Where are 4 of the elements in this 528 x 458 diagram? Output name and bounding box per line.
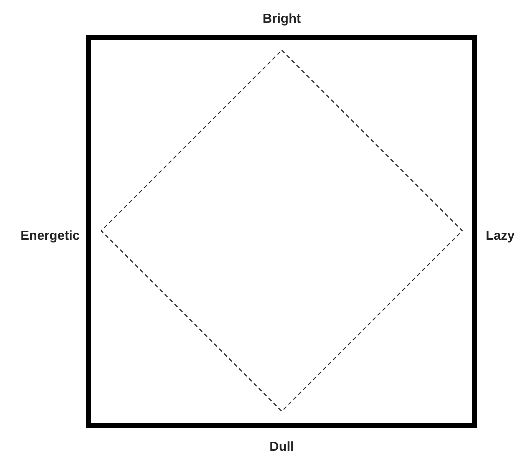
axis-label: Dull — [270, 439, 294, 454]
axis-label: Lazy — [486, 228, 515, 243]
axis-label: Energetic — [20, 228, 80, 243]
axis-label: Bright — [262, 11, 302, 26]
